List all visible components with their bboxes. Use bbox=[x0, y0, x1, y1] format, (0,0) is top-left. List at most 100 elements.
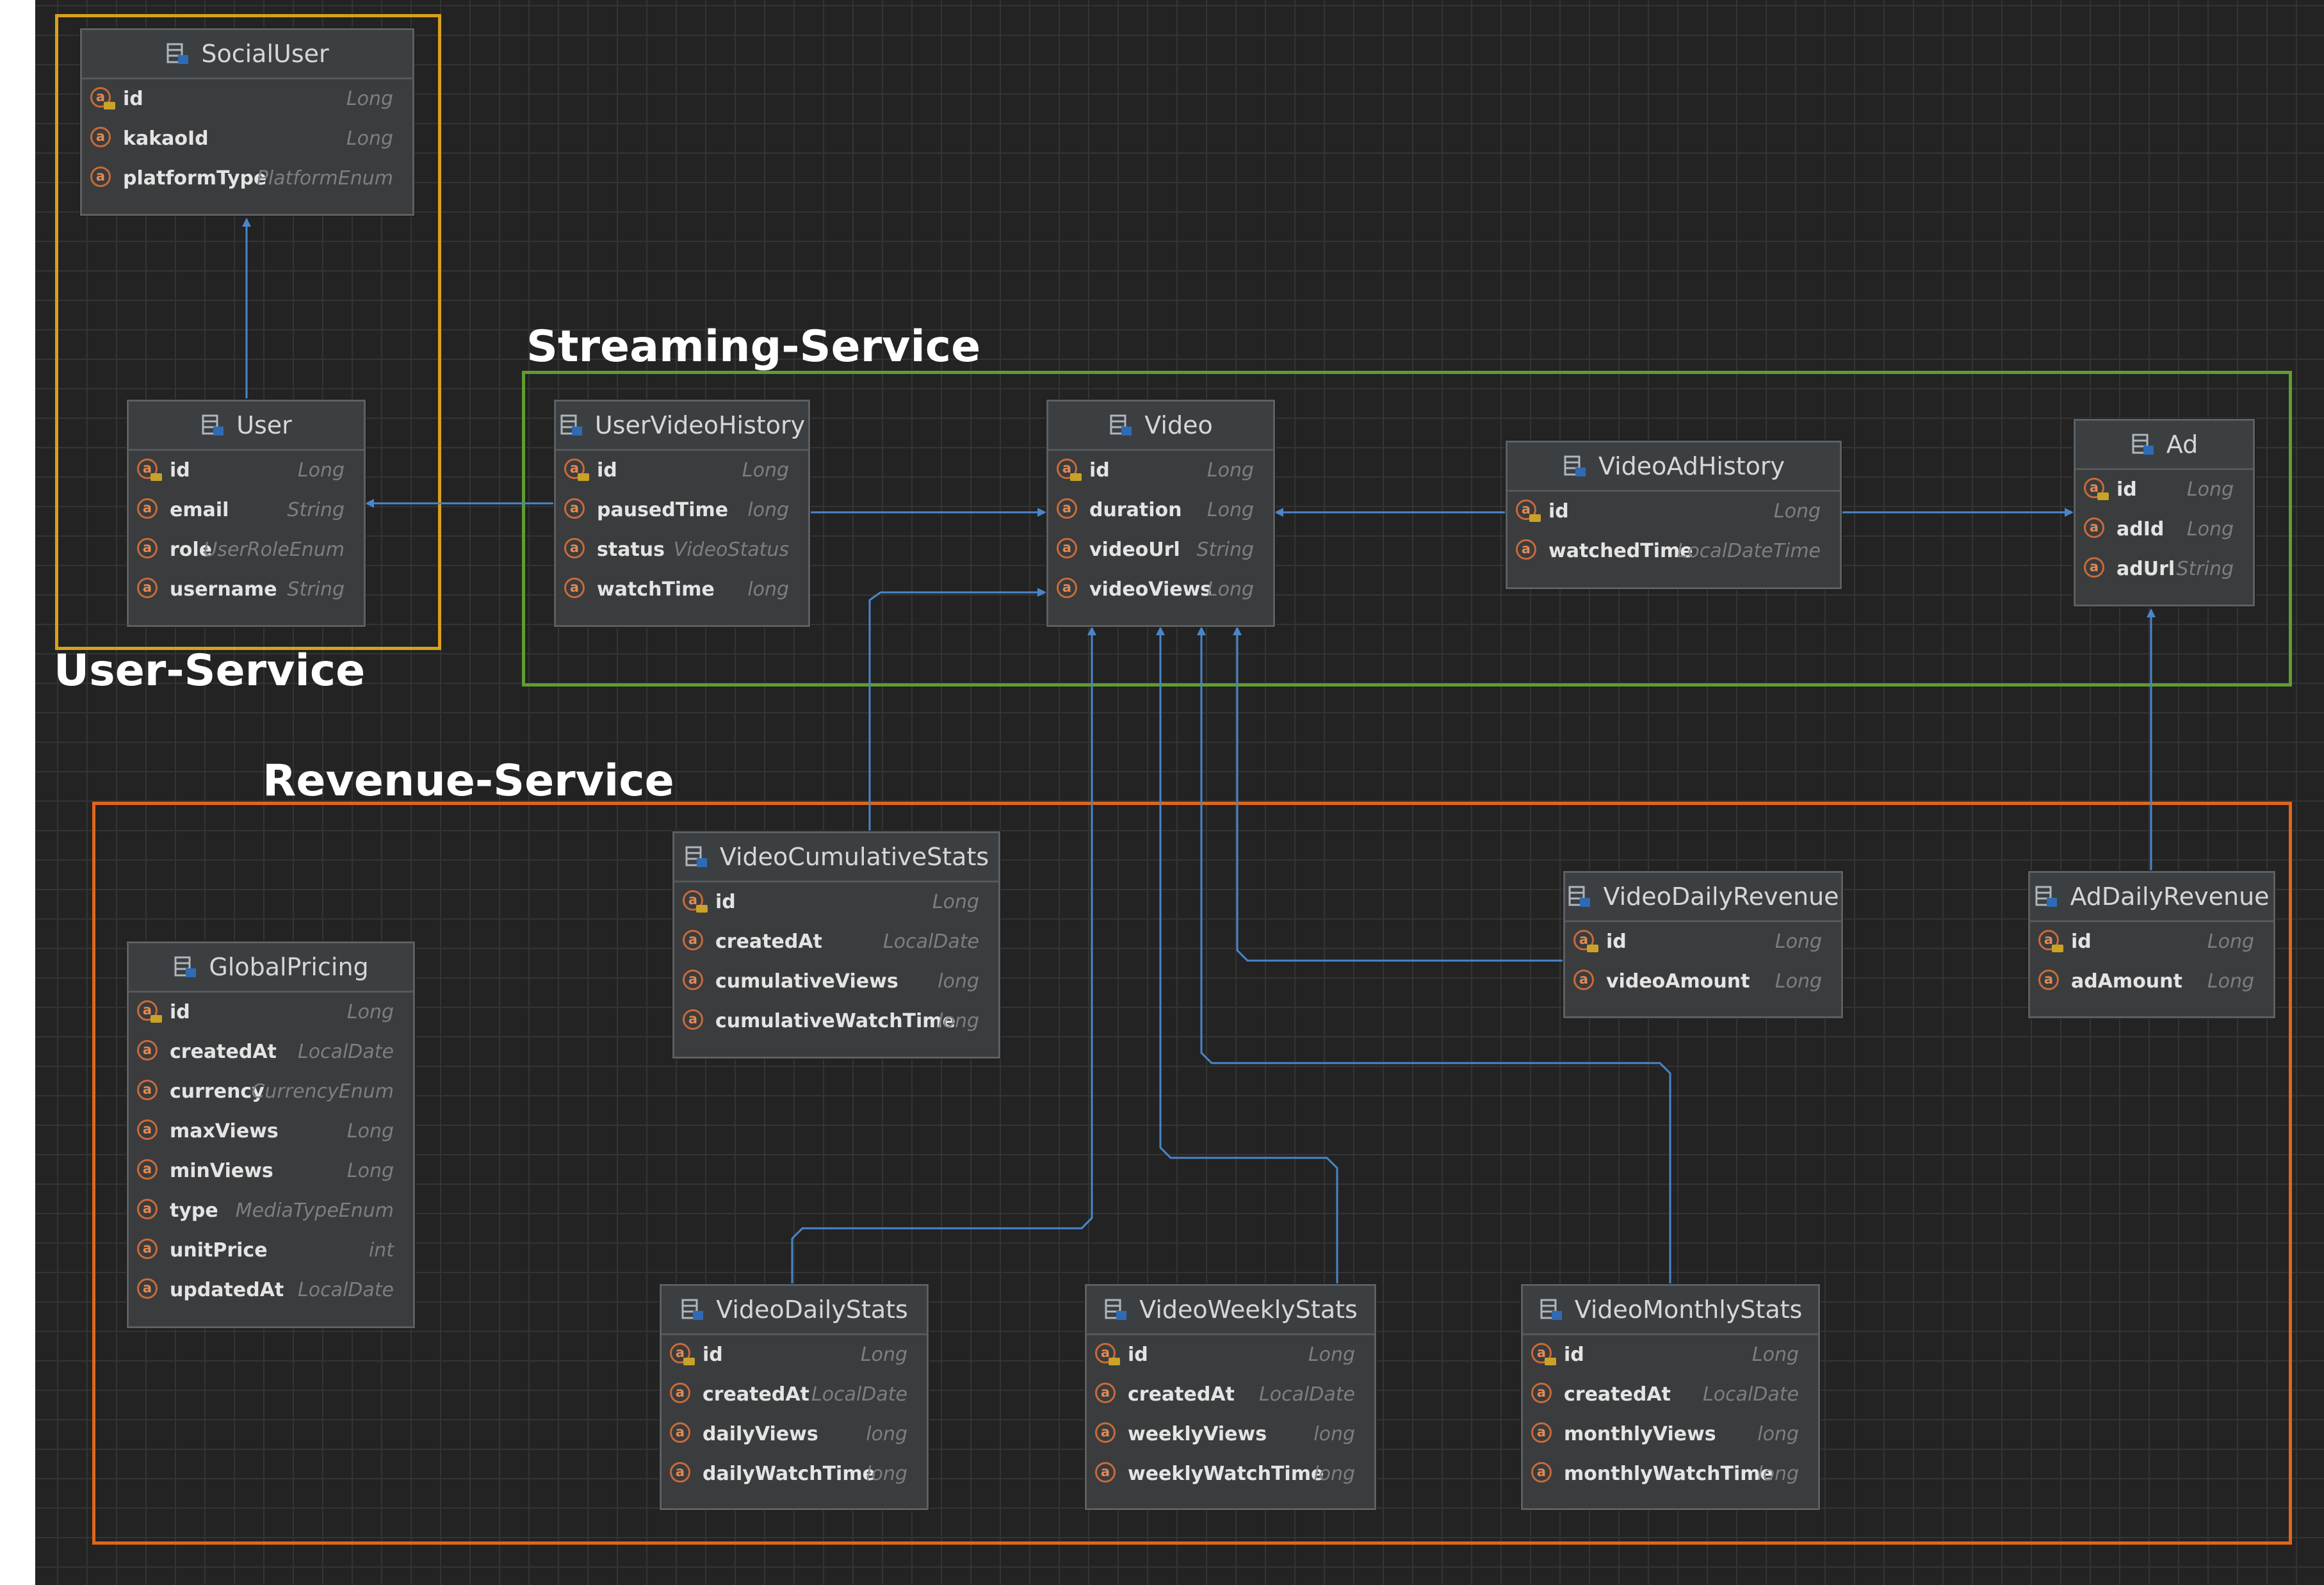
attribute-type: Long bbox=[742, 459, 789, 482]
attribute-name: adAmount bbox=[2071, 970, 2182, 993]
attribute-type: VideoStatus bbox=[673, 539, 789, 561]
group-label-revenue-service: Revenue-Service bbox=[263, 756, 674, 806]
field-a-icon: a bbox=[1573, 930, 1598, 952]
database-table-icon bbox=[2132, 434, 2154, 455]
field-a-icon: a bbox=[137, 1080, 158, 1100]
entity-title: User bbox=[236, 411, 292, 439]
key-icon bbox=[578, 473, 589, 481]
attribute-name: monthlyWatchTime bbox=[1564, 1463, 1773, 1485]
attribute-type: long bbox=[747, 499, 789, 521]
attribute-type: long bbox=[747, 578, 789, 601]
attribute-name: dailyWatchTime bbox=[703, 1463, 875, 1485]
attribute-type: long bbox=[1757, 1463, 1799, 1485]
attribute-name: pausedTime bbox=[597, 499, 729, 521]
attribute-name: videoUrl bbox=[1089, 539, 1180, 561]
key-icon bbox=[2097, 492, 2109, 500]
group-label-user-service: User-Service bbox=[54, 646, 366, 696]
attribute-type: Long bbox=[2207, 970, 2254, 993]
entity-title: GlobalPricing bbox=[209, 953, 369, 981]
key-icon bbox=[150, 1015, 162, 1023]
entity-title: VideoDailyStats bbox=[716, 1296, 908, 1324]
attribute-name: id bbox=[170, 459, 190, 482]
attribute-type: Long bbox=[860, 1344, 907, 1366]
entity-title: VideoWeeklyStats bbox=[1139, 1296, 1358, 1324]
attribute-name: email bbox=[170, 499, 229, 521]
attribute-type: UserRoleEnum bbox=[203, 539, 345, 561]
attribute-type: Long bbox=[1775, 970, 1822, 993]
group-label-streaming-service: Streaming-Service bbox=[526, 321, 981, 372]
entity-header: SocialUser bbox=[82, 30, 412, 79]
field-a-icon: a bbox=[1573, 970, 1594, 990]
attribute-name: id bbox=[2117, 478, 2137, 501]
entity-title: SocialUser bbox=[201, 40, 329, 68]
attribute-name: updatedAt bbox=[170, 1279, 284, 1301]
attribute-name: id bbox=[1089, 459, 1110, 482]
attribute-name: adUrl bbox=[2117, 558, 2175, 580]
field-a-icon: a bbox=[683, 930, 703, 950]
key-icon bbox=[1070, 473, 1082, 481]
attribute-type: Long bbox=[932, 891, 979, 913]
